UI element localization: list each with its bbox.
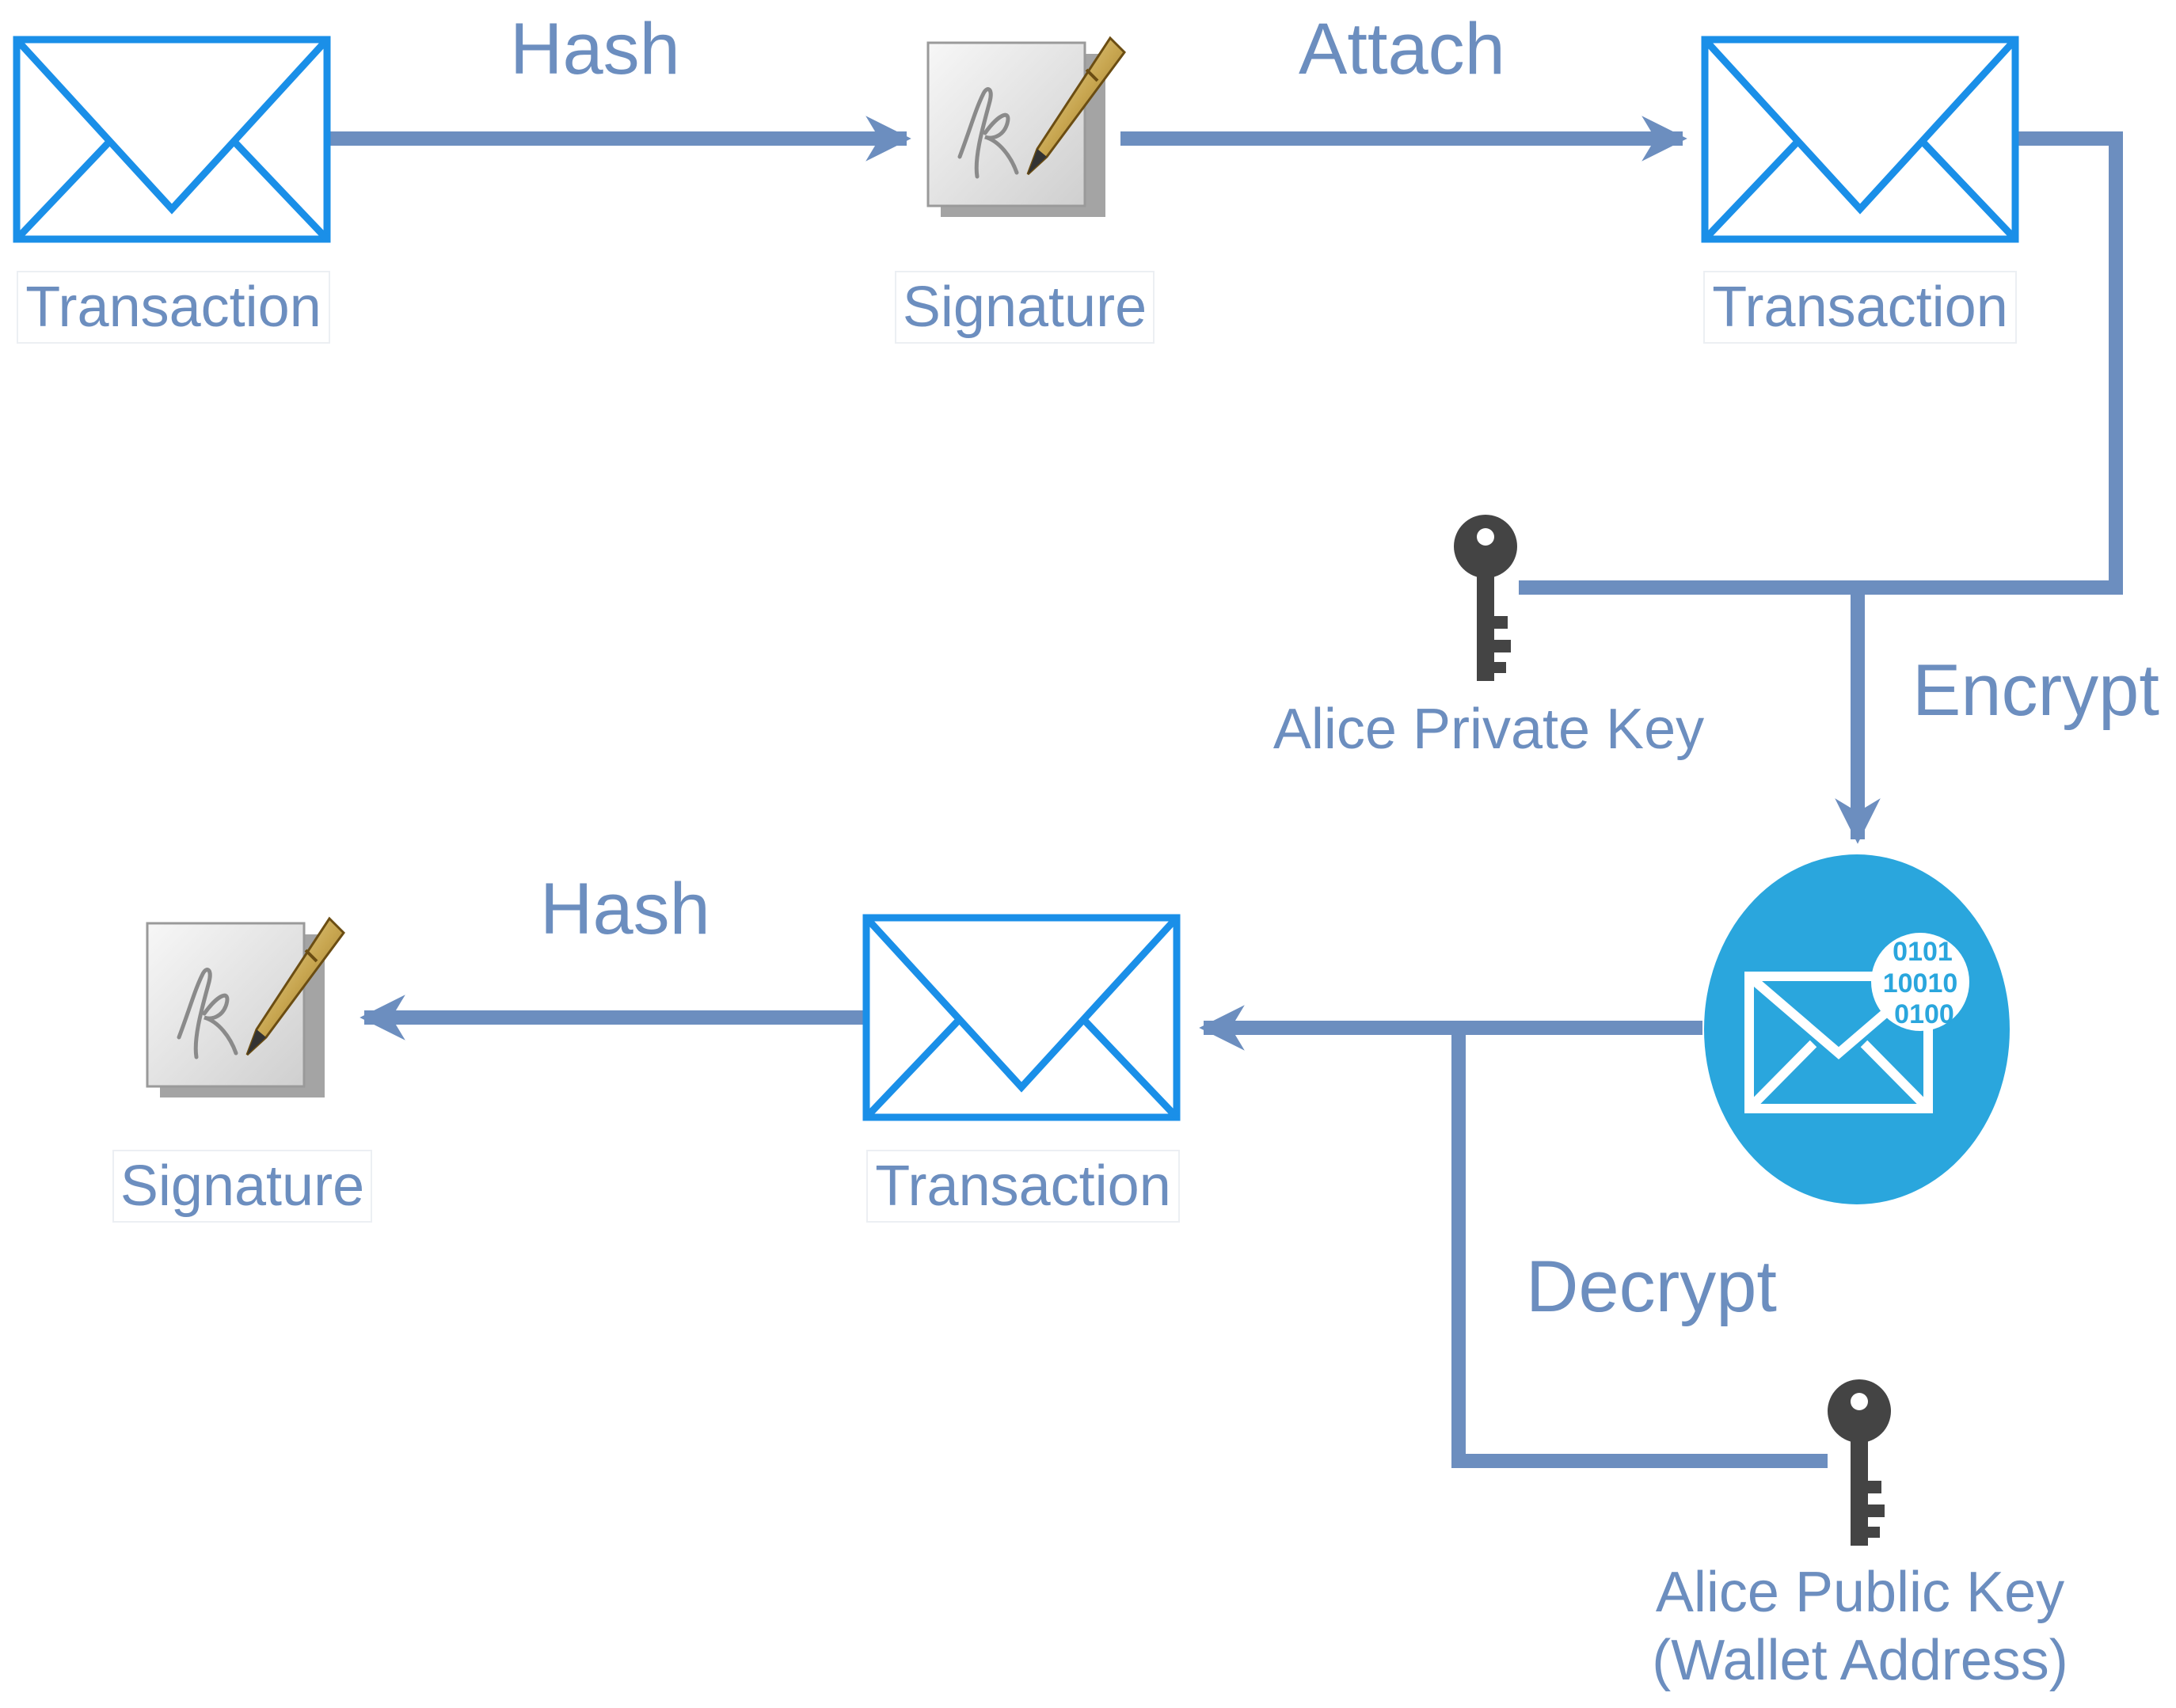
edge-decrypt-branch [1451,1028,1828,1468]
key-icon [1828,1379,1891,1546]
bits-line-1: 0101 [1893,937,1953,967]
envelope-icon [17,40,327,239]
edge-label-hash: Hash [540,869,710,949]
edge-label-hash: Hash [510,9,680,89]
envelope-icon [866,918,1177,1117]
edge-label-encrypt: Encrypt [1912,650,2159,731]
signature-pen-icon [147,919,344,1097]
public-key-label: Alice Public Key (Wallet Address) [1626,1558,2094,1695]
transaction-label: Transaction [17,271,330,344]
envelope-icon [1705,40,2015,239]
private-key-label: Alice Private Key [1273,698,1705,761]
edge-to-encrypt [1519,131,2123,595]
signature-label: Signature [112,1150,372,1223]
encrypted-mail-icon: 0101 10010 0100 [1704,854,2010,1204]
edge-label-attach: Attach [1299,9,1505,89]
key-icon [1454,515,1517,681]
signature-pen-icon [928,38,1124,217]
bits-line-2: 10010 [1883,968,1958,999]
edge-label-decrypt: Decrypt [1526,1246,1777,1327]
bits-line-3: 0100 [1894,999,1954,1029]
transaction-label: Transaction [866,1150,1180,1223]
public-key-label-line2: (Wallet Address) [1652,1629,2068,1692]
signature-label: Signature [895,271,1155,344]
transaction-label: Transaction [1703,271,2017,344]
public-key-label-line1: Alice Public Key [1655,1561,2065,1624]
connectors [327,116,2123,1468]
